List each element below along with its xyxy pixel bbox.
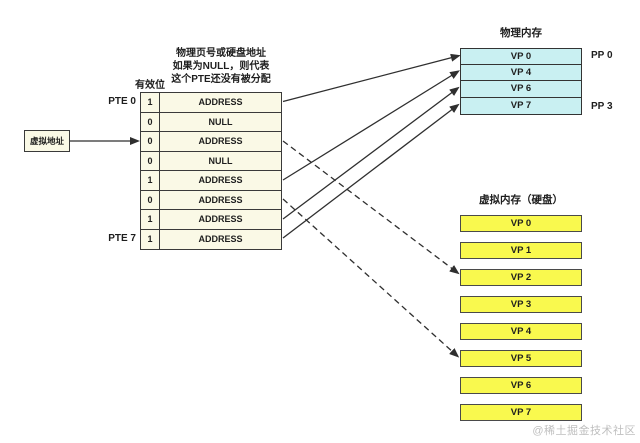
physical-page-row: VP 6: [461, 81, 581, 98]
valid-bit-cell: 0: [141, 190, 160, 210]
disk-memory-title: 虚拟内存（硬盘）: [479, 194, 563, 206]
physical-page-row: VP 4: [461, 65, 581, 82]
arrow-pte6-to-vp6-ram: [282, 86, 460, 220]
address-cell: NULL: [160, 113, 281, 132]
page-table: 1 ADDRESS 0 NULL 0 ADDRESS 0 NULL 1 ADDR…: [140, 92, 282, 250]
valid-bit-column-label: 有效位: [135, 80, 165, 91]
pp0-label: PP 0: [591, 50, 613, 61]
valid-bit-cell: 1: [141, 210, 160, 230]
address-cell: NULL: [160, 152, 281, 171]
arrow-pte4-to-vp4-ram: [282, 70, 460, 181]
address-cell: ADDRESS: [160, 93, 281, 113]
pte-address-note-line1: 物理页号或硬盘地址: [176, 48, 266, 59]
disk-page-row: VP 5: [460, 350, 582, 367]
pte-address-note-line2: 如果为NULL，则代表: [172, 61, 270, 72]
pte-address-note: 物理页号或硬盘地址 如果为NULL，则代表 这个PTE还没有被分配: [120, 47, 322, 86]
valid-bit-cell: 1: [141, 93, 160, 113]
address-cell: ADDRESS: [160, 171, 281, 191]
disk-page-row: VP 6: [460, 377, 582, 394]
physical-page-row: VP 0: [461, 49, 581, 66]
disk-page-row: VP 4: [460, 323, 582, 340]
physical-memory-title: 物理内存: [500, 27, 542, 39]
dashed-arrow-pte5-to-vp5-disk: [282, 198, 460, 358]
address-cell: ADDRESS: [198, 234, 243, 245]
valid-bit-cell: 0: [141, 132, 160, 152]
pte-address-note-line3: 这个PTE还没有被分配: [171, 74, 271, 85]
pte7-row-label: PTE 7: [108, 233, 136, 244]
disk-page-row: VP 7: [460, 404, 582, 421]
address-cell: ADDRESS: [160, 132, 281, 152]
dashed-arrow-pte2-to-vp2-disk: [282, 140, 460, 275]
disk-page-row: VP 3: [460, 296, 582, 313]
arrow-pte7-to-vp7-ram: [282, 103, 460, 239]
pp3-label: PP 3: [591, 101, 613, 112]
physical-page-row: VP 7: [510, 100, 532, 112]
physical-memory-box: VP 0 VP 4 VP 6 VP 7: [460, 48, 582, 115]
valid-bit-cell: 0: [141, 112, 160, 132]
valid-bit-cell: 1: [141, 229, 160, 249]
address-cell: ADDRESS: [160, 191, 281, 210]
address-cell: ADDRESS: [160, 210, 281, 230]
juejin-watermark: @稀土掘金技术社区: [532, 425, 636, 437]
virtual-address-box: 虚拟地址: [24, 130, 70, 152]
disk-page-row: VP 0: [460, 215, 582, 232]
disk-page-row: VP 2: [460, 269, 582, 286]
disk-page-row: VP 1: [460, 242, 582, 259]
valid-bit-cell: 1: [141, 171, 160, 191]
virtual-address-label: 虚拟地址: [29, 136, 64, 146]
pte0-row-label: PTE 0: [108, 96, 136, 107]
valid-bit-cell: 0: [141, 151, 160, 171]
